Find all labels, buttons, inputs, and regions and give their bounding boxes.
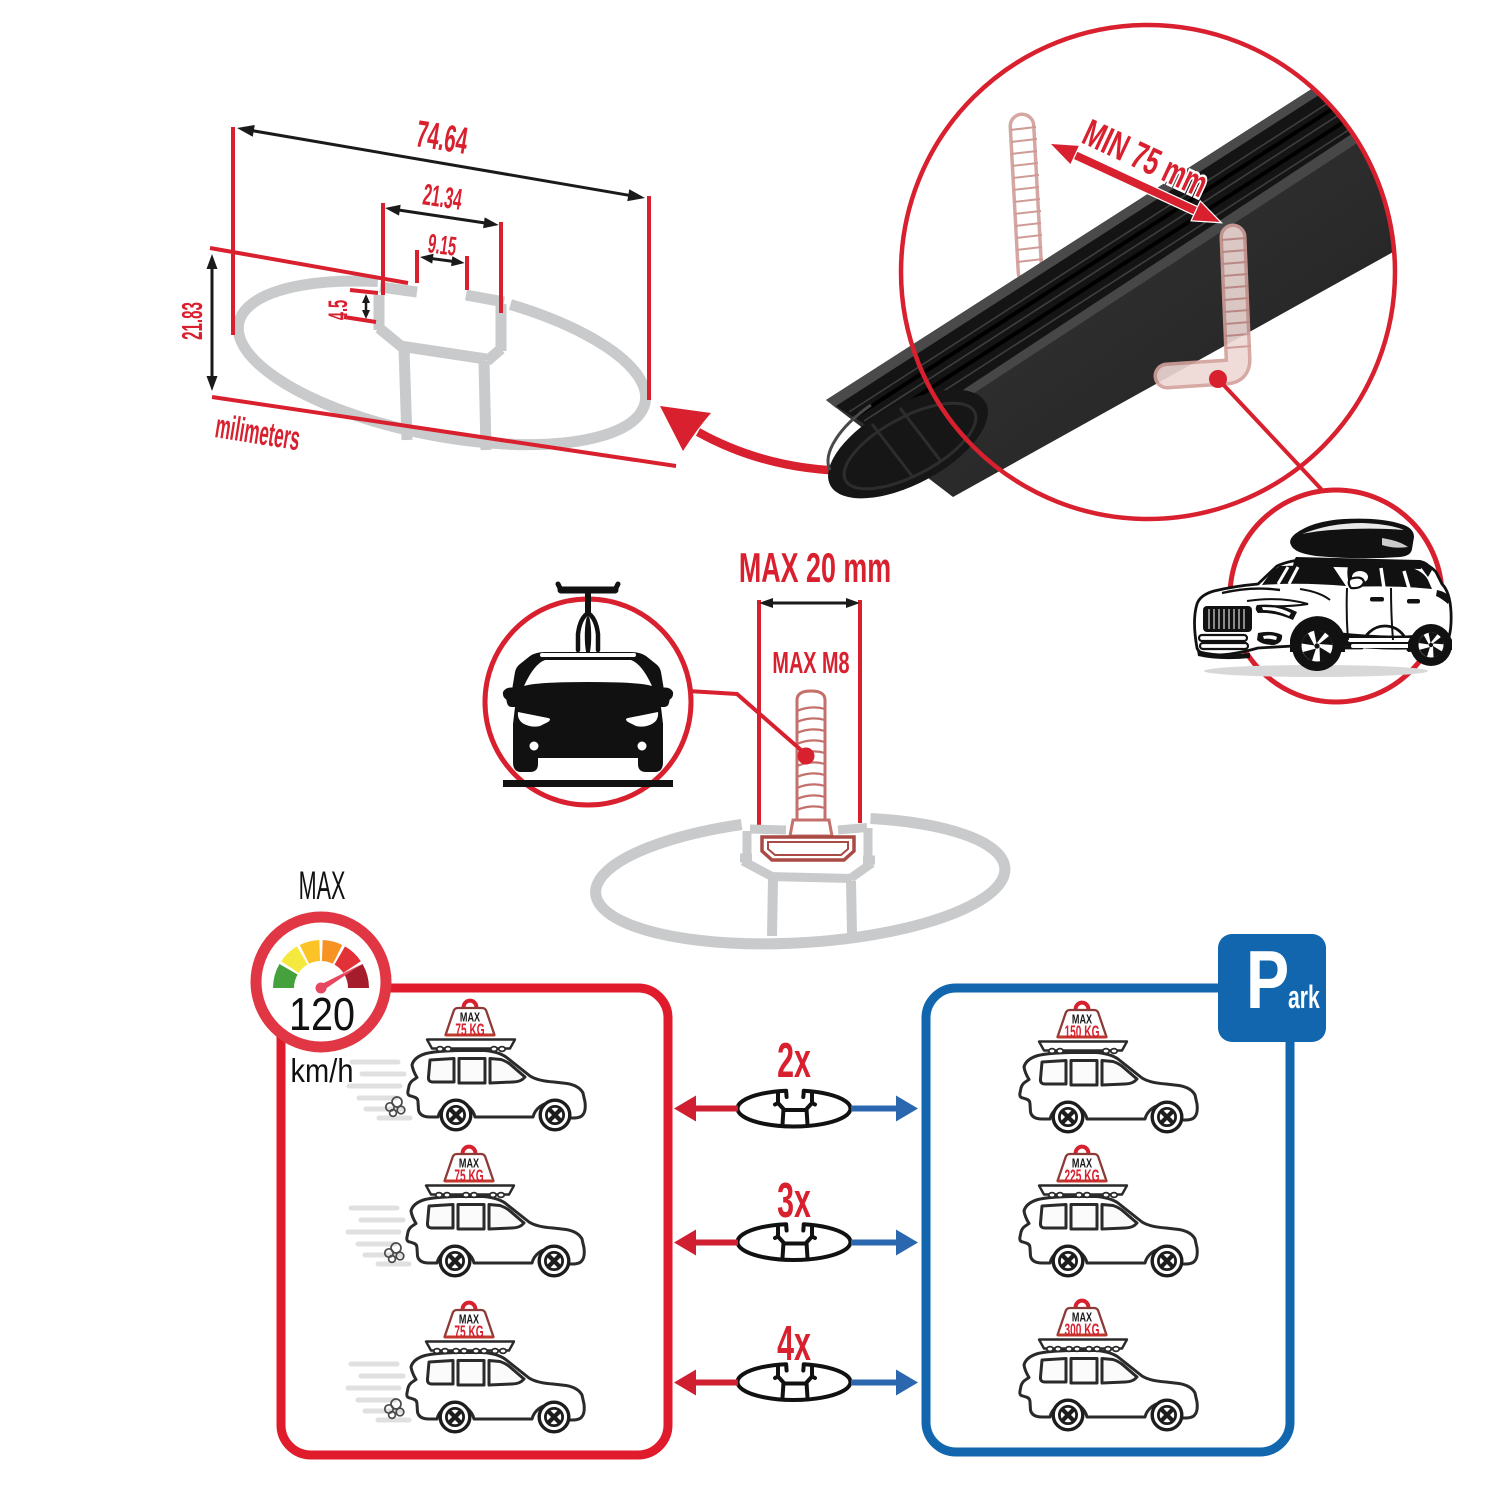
svg-text:km/h: km/h <box>291 1052 354 1089</box>
svg-text:9.15: 9.15 <box>426 227 458 262</box>
svg-text:3x: 3x <box>777 1173 811 1228</box>
svg-text:MAX: MAX <box>459 1157 480 1171</box>
svg-text:75 KG: 75 KG <box>454 1323 483 1343</box>
svg-text:4.5: 4.5 <box>322 300 353 320</box>
svg-text:75 KG: 75 KG <box>455 1021 484 1041</box>
svg-text:MAX: MAX <box>1072 1157 1093 1171</box>
svg-text:21.83: 21.83 <box>176 302 209 340</box>
svg-text:MAX: MAX <box>459 1313 480 1327</box>
svg-text:P: P <box>1246 933 1289 1026</box>
svg-text:MAX: MAX <box>299 863 346 908</box>
svg-text:2x: 2x <box>777 1033 811 1088</box>
svg-text:300 KG: 300 KG <box>1065 1321 1100 1341</box>
svg-text:MAX: MAX <box>1072 1311 1093 1325</box>
svg-text:75 KG: 75 KG <box>454 1167 483 1187</box>
svg-text:21.34: 21.34 <box>421 178 465 217</box>
svg-text:74.64: 74.64 <box>413 113 470 163</box>
svg-text:MAX 20 mm: MAX 20 mm <box>739 545 891 591</box>
svg-text:MAX: MAX <box>1072 1013 1093 1027</box>
svg-text:225 KG: 225 KG <box>1065 1167 1100 1187</box>
svg-text:MAX M8: MAX M8 <box>772 644 849 680</box>
svg-text:4x: 4x <box>777 1316 811 1371</box>
svg-text:150 KG: 150 KG <box>1065 1023 1100 1043</box>
svg-text:ark: ark <box>1288 978 1320 1015</box>
svg-text:MAX: MAX <box>460 1011 481 1025</box>
svg-text:120: 120 <box>289 989 355 1040</box>
